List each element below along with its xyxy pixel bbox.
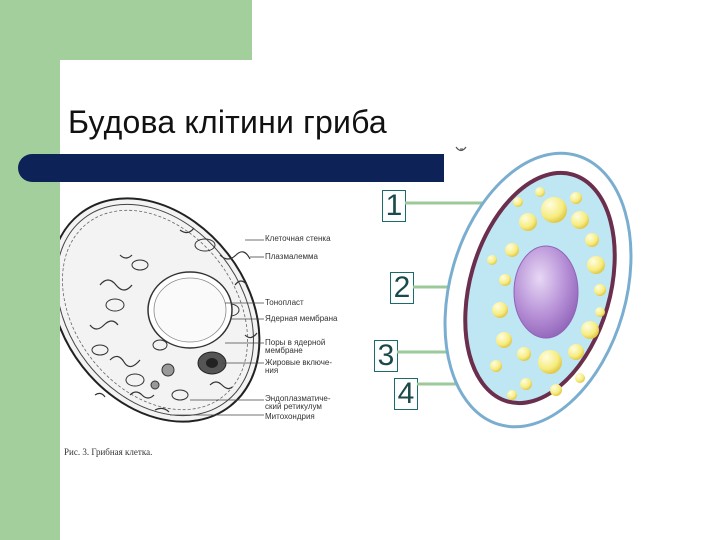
title-underline-bar bbox=[18, 154, 442, 182]
sketch-drawing bbox=[49, 197, 264, 423]
callout-number-3: 3 bbox=[374, 340, 398, 372]
sketch-label: Тонопласт bbox=[265, 298, 304, 307]
decor-green-top bbox=[0, 0, 252, 60]
callout-number-2: 2 bbox=[390, 272, 414, 304]
sketch-label: ния bbox=[265, 366, 279, 375]
cell-nucleus bbox=[513, 245, 579, 339]
title-underline-bar-end bbox=[436, 154, 444, 182]
sketch-label: Клеточная стенка bbox=[265, 234, 331, 243]
tick-mark-icon bbox=[455, 146, 467, 152]
decor-green-left bbox=[0, 0, 60, 540]
slide-title: Будова клітини гриба bbox=[68, 104, 387, 140]
sketch-label: Плазмалемма bbox=[265, 252, 318, 261]
sketch-label: Ядерная мембрана bbox=[265, 314, 338, 323]
sketch-label: мембране bbox=[265, 346, 303, 355]
lipid-droplets bbox=[487, 187, 606, 400]
sketch-label: ский ретикулум bbox=[265, 402, 322, 411]
sketch-label: Поры в ядерной bbox=[265, 338, 326, 347]
callout-number-4: 4 bbox=[394, 378, 418, 410]
fungal-cell-sketch: Клеточная стенка Плазмалемма Тонопласт Я… bbox=[49, 185, 360, 440]
sketch-label: Эндоплазматиче- bbox=[265, 394, 331, 403]
callout-number-1: 1 bbox=[382, 190, 406, 222]
colored-cell-illustration bbox=[443, 151, 633, 429]
sketch-label: Жировые включе- bbox=[265, 358, 333, 367]
figure-caption: Рис. 3. Грибная клетка. bbox=[64, 447, 153, 457]
sketch-label: Митохондрия bbox=[265, 412, 315, 421]
